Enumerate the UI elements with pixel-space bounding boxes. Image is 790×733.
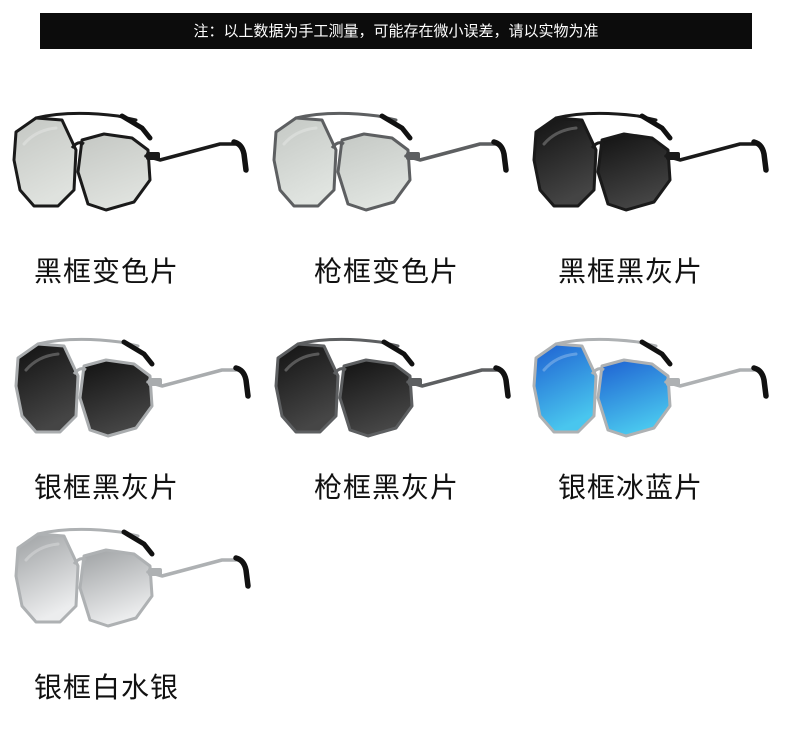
hinge (406, 152, 420, 160)
product-label: 黑框黑灰片 (558, 255, 704, 288)
left-lens (532, 342, 598, 434)
near-temple-tip (233, 555, 251, 589)
glasses-image (532, 111, 769, 212)
lens-glare (282, 126, 318, 146)
near-temple-tip (493, 365, 511, 399)
product-label: 枪框变色片 (314, 255, 460, 288)
glasses-image (12, 111, 249, 212)
far-temple-tip (379, 113, 413, 141)
product-black-frame-photochromic: 黑框变色片 (10, 104, 270, 304)
near-temple-tip (233, 365, 251, 399)
near-temple-tip (491, 139, 509, 173)
left-lens (274, 342, 340, 434)
left-lens (14, 342, 80, 434)
right-lens (78, 548, 154, 628)
bridge (70, 141, 85, 149)
right-lens (78, 358, 154, 438)
product-silver-frame-ice-blue: 银框冰蓝片 (530, 330, 790, 530)
left-lens (12, 116, 78, 208)
near-temple-tip (751, 139, 769, 173)
hinge (146, 152, 160, 160)
glasses-image (14, 337, 251, 438)
product-gun-frame-black-gray: 枪框黑灰片 (272, 330, 532, 530)
product-gun-frame-photochromic: 枪框变色片 (270, 104, 530, 304)
right-lens (338, 358, 414, 438)
far-temple-arm (554, 337, 658, 348)
lens-glare (22, 126, 58, 146)
lens-glare (542, 126, 578, 146)
product-label: 银框白水银 (34, 671, 180, 704)
hinge (148, 568, 162, 576)
hinge (148, 378, 162, 386)
bridge (72, 557, 87, 565)
bridge (330, 141, 345, 149)
far-temple-tip (639, 339, 673, 367)
glasses-image (272, 111, 509, 212)
far-temple-tip (119, 113, 153, 141)
product-label: 枪框黑灰片 (314, 471, 460, 504)
far-temple-arm (36, 337, 140, 348)
bridge (332, 367, 347, 375)
far-temple-tip (121, 339, 155, 367)
product-black-frame-black-gray: 黑框黑灰片 (530, 104, 790, 304)
product-label: 银框黑灰片 (34, 471, 180, 504)
bridge (590, 141, 605, 149)
glasses-image (274, 337, 511, 438)
glasses-image (14, 527, 251, 628)
right-lens (76, 132, 152, 212)
hinge (666, 152, 680, 160)
far-temple-arm (36, 527, 140, 538)
measurement-notice-text: 注：以上数据为手工测量，可能存在微小误差，请以实物为准 (193, 22, 599, 40)
bridge (72, 367, 87, 375)
product-silver-frame-white-mercury: 银框白水银 (12, 520, 272, 720)
left-lens (532, 116, 598, 208)
measurement-notice-banner: 注：以上数据为手工测量，可能存在微小误差，请以实物为准 (40, 13, 752, 49)
hinge (666, 378, 680, 386)
product-label: 银框冰蓝片 (558, 471, 704, 504)
product-silver-frame-black-gray: 银框黑灰片 (12, 330, 272, 530)
lens-glare (284, 352, 320, 372)
far-temple-tip (121, 529, 155, 557)
left-lens (272, 116, 338, 208)
right-lens (596, 358, 672, 438)
far-temple-arm (554, 111, 658, 122)
hinge (408, 378, 422, 386)
near-temple-tip (231, 139, 249, 173)
near-temple-tip (751, 365, 769, 399)
bridge (590, 367, 605, 375)
far-temple-tip (381, 339, 415, 367)
far-temple-arm (294, 111, 398, 122)
far-temple-tip (639, 113, 673, 141)
lens-glare (24, 542, 60, 562)
lens-glare (24, 352, 60, 372)
far-temple-arm (34, 111, 138, 122)
glasses-image (532, 337, 769, 438)
left-lens (14, 532, 80, 624)
far-temple-arm (296, 337, 400, 348)
product-label: 黑框变色片 (34, 255, 180, 288)
right-lens (336, 132, 412, 212)
right-lens (596, 132, 672, 212)
lens-glare (542, 352, 578, 372)
